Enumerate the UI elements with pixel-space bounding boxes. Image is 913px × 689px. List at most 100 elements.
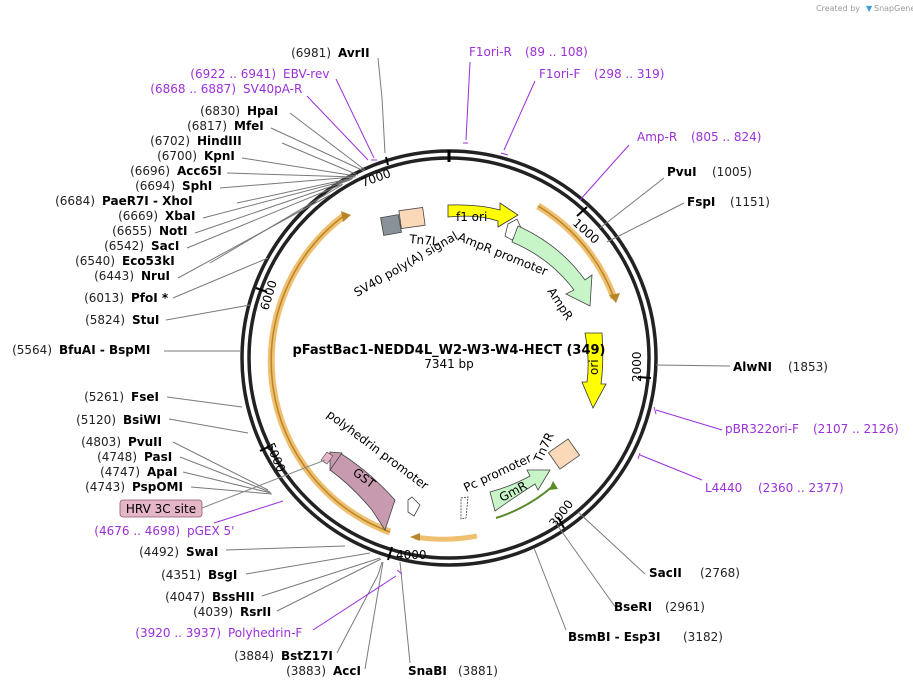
- enzyme-name-bsiwi[interactable]: BsiWI: [123, 413, 161, 427]
- enzyme-name-pvui[interactable]: PvuI: [667, 165, 697, 179]
- enzyme-name-hindiii[interactable]: HindIII: [197, 134, 242, 148]
- enzyme-name-saci[interactable]: SacI: [151, 239, 179, 253]
- enzyme-pos-saci: (6542): [104, 239, 144, 253]
- enzyme-pos-fsei: (5261): [84, 390, 124, 404]
- enzyme-pos-bsmbi-esp3i: (3182): [683, 630, 723, 644]
- primer-name-sv40pa-r[interactable]: SV40pA-R: [243, 82, 302, 96]
- primer-range-pgex5: (4676 .. 4698): [94, 524, 180, 538]
- enzyme-pos-bsiwi: (5120): [76, 413, 116, 427]
- primer-name-polyhedrin-f[interactable]: Polyhedrin-F: [228, 626, 302, 640]
- enzyme-pos-paer7i-xhoi: (6684): [55, 194, 95, 208]
- polyhedrin-promoter-feature[interactable]: [407, 496, 421, 517]
- tn7l-label: Tn7L: [408, 232, 440, 249]
- enzyme-name-acci[interactable]: AccI: [333, 664, 361, 678]
- enzyme-pos-nrui: (6443): [94, 269, 134, 283]
- enzyme-labels-right: SnaBI (3881) PvuI (1005) FspI (1151) Alw…: [408, 165, 828, 678]
- orf-arc-bottom: [414, 533, 478, 542]
- enzyme-name-swai[interactable]: SwaI: [186, 545, 218, 559]
- primer-name-f1ori-f[interactable]: F1ori-F: [539, 67, 580, 81]
- enzyme-name-xbai[interactable]: XbaI: [165, 209, 195, 223]
- enzyme-leader-lines: [164, 57, 731, 670]
- enzyme-name-sacii[interactable]: SacII: [649, 566, 682, 580]
- credit-brand: SnapGene: [874, 4, 913, 13]
- primer-name-ebv-rev[interactable]: EBV-rev: [283, 67, 329, 81]
- hrv-leader-line: [201, 459, 326, 509]
- enzyme-pos-pasi: (4748): [97, 450, 137, 464]
- primer-name-pgex5[interactable]: pGEX 5': [187, 524, 234, 538]
- enzyme-name-avrii[interactable]: AvrII: [338, 46, 370, 60]
- sv40-label: SV40 poly(A) signal: [352, 229, 460, 300]
- gmr-feature[interactable]: [489, 469, 551, 512]
- gst-feature[interactable]: [329, 452, 396, 531]
- primer-name-pbr322ori-f[interactable]: pBR322ori-F: [725, 422, 799, 436]
- enzyme-pos-hindiii: (6702): [150, 134, 190, 148]
- orf-arc-left-head: [341, 211, 351, 222]
- ampr-feature[interactable]: [511, 225, 593, 307]
- enzyme-name-hpai[interactable]: HpaI: [247, 104, 278, 118]
- orf-arc-left-line: [270, 214, 391, 533]
- enzyme-pos-sacii: (2768): [700, 566, 740, 580]
- enzyme-pos-kpni: (6700): [157, 149, 197, 163]
- gmr-arc: [495, 485, 554, 519]
- enzyme-name-noti[interactable]: NotI: [159, 224, 188, 238]
- enzyme-name-acc65i[interactable]: Acc65I: [177, 164, 222, 178]
- tn7r-label: Tn7R: [531, 430, 557, 465]
- enzyme-name-bfuai-bspmi[interactable]: BfuAI - BspMI: [59, 343, 150, 357]
- tick-label-2000: 2000: [630, 351, 644, 382]
- enzyme-name-fspi[interactable]: FspI: [687, 195, 715, 209]
- primer-name-l4440[interactable]: L4440: [705, 481, 742, 495]
- enzyme-name-mfei[interactable]: MfeI: [234, 119, 264, 133]
- gst-feature-head: [329, 451, 343, 472]
- orf-arc-amp-head: [609, 293, 620, 303]
- enzyme-name-kpni[interactable]: KpnI: [204, 149, 235, 163]
- enzyme-name-pfoi[interactable]: PfoI *: [131, 291, 169, 305]
- orf-arc-amp-line: [537, 205, 615, 299]
- plasmid-name: pFastBac1-NEDD4L_W2-W3-W4-HECT (349): [292, 343, 605, 358]
- tn7r-feature[interactable]: [547, 438, 581, 470]
- enzyme-labels-left: (6981) AvrII (6830) HpaI (6817) MfeI (67…: [12, 46, 369, 678]
- primer-range-pbr322ori-f: (2107 .. 2126): [813, 422, 899, 436]
- enzyme-name-alwni[interactable]: AlwNI: [733, 360, 772, 374]
- enzyme-name-rsrii[interactable]: RsrII: [240, 605, 271, 619]
- enzyme-name-sphi[interactable]: SphI: [182, 179, 212, 193]
- enzyme-pos-stui: (5824): [85, 313, 125, 327]
- enzyme-name-eco53ki[interactable]: Eco53kI: [122, 254, 175, 268]
- enzyme-pos-pfoi: (6013): [84, 291, 124, 305]
- enzyme-pos-bseri: (2961): [665, 600, 705, 614]
- primer-range-f1ori-r: (89 .. 108): [525, 45, 588, 59]
- enzyme-name-nrui[interactable]: NruI: [141, 269, 170, 283]
- enzyme-name-bseri[interactable]: BseRI: [614, 600, 652, 614]
- enzyme-name-bsmbi-esp3i[interactable]: BsmBI - Esp3I: [568, 630, 660, 644]
- enzyme-pos-bsshii: (4047): [165, 590, 205, 604]
- enzyme-name-apai[interactable]: ApaI: [147, 465, 177, 479]
- ampr-label: AmpR: [544, 285, 575, 323]
- enzyme-name-fsei[interactable]: FseI: [131, 390, 159, 404]
- enzyme-name-pasi[interactable]: PasI: [144, 450, 172, 464]
- hrv-3c-site-box[interactable]: [119, 499, 203, 518]
- enzyme-pos-mfei: (6817): [187, 119, 227, 133]
- primer-range-ebv-rev: (6922 .. 6941): [190, 67, 276, 81]
- ori-feature[interactable]: [581, 332, 607, 409]
- tick-label-4000: 4000: [396, 548, 427, 562]
- primer-leader-lines: [213, 61, 723, 631]
- enzyme-name-pvuii[interactable]: PvuII: [128, 435, 162, 449]
- primer-name-f1ori-r[interactable]: F1ori-R: [469, 45, 512, 59]
- enzyme-name-bstz17i[interactable]: BstZ17I: [281, 649, 333, 663]
- pc-promoter-feature[interactable]: [460, 496, 469, 520]
- primer-range-amp-r: (805 .. 824): [691, 130, 761, 144]
- f1-ori-feature[interactable]: [447, 202, 519, 228]
- enzyme-name-pspomi[interactable]: PspOMI: [132, 480, 183, 494]
- orf-arc-bottom-head: [410, 533, 420, 541]
- hrv-site-mark: [320, 451, 334, 465]
- enzyme-name-bsgi[interactable]: BsgI: [208, 568, 237, 582]
- enzyme-name-bsshii[interactable]: BssHII: [212, 590, 254, 604]
- enzyme-name-snabi[interactable]: SnaBI: [408, 664, 447, 678]
- gmr-arc-head: [549, 481, 558, 490]
- tick-marks: [255, 156, 652, 561]
- primer-name-amp-r[interactable]: Amp-R: [637, 130, 677, 144]
- enzyme-name-paer7i-xhoi[interactable]: PaeR7I - XhoI: [102, 194, 193, 208]
- tn7l-feature[interactable]: [398, 206, 426, 230]
- enzyme-name-stui[interactable]: StuI: [132, 313, 159, 327]
- plasmid-length: 7341 bp: [424, 357, 474, 371]
- sv40-feature[interactable]: [380, 214, 402, 236]
